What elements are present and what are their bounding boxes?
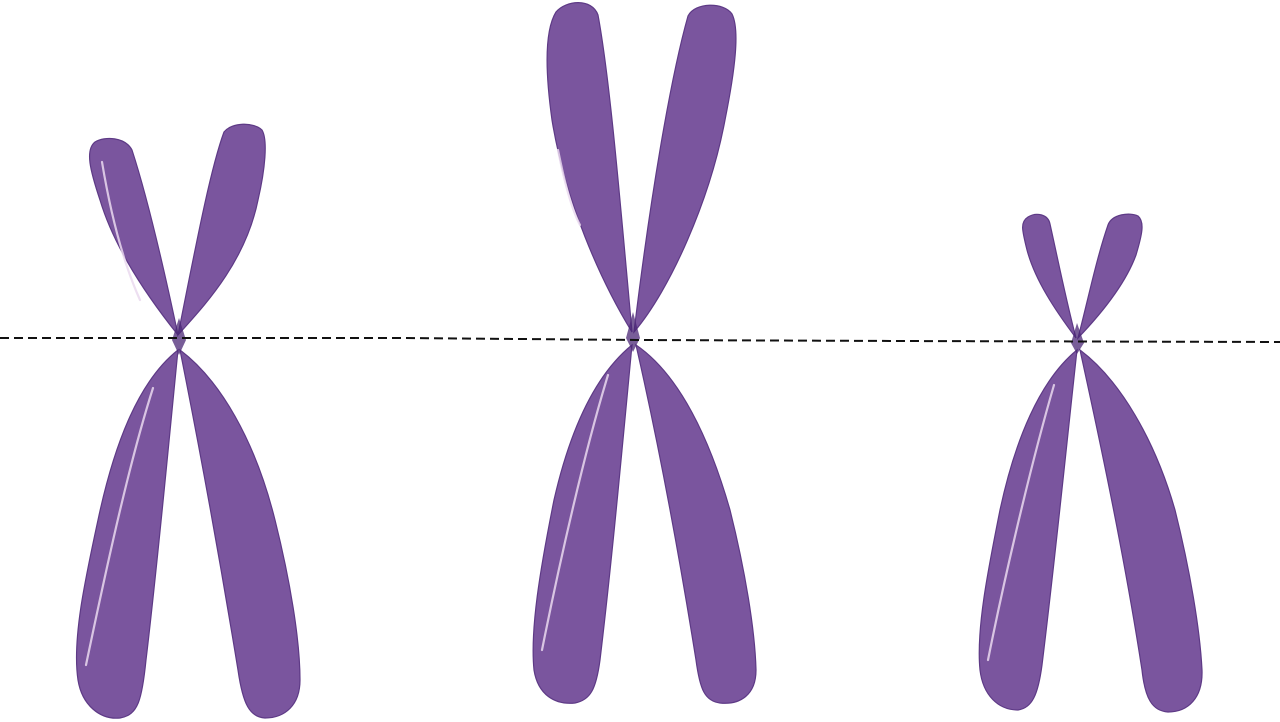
chromosome-left-p-arm-right: [176, 123, 266, 338]
chromosome-left-q-arm-left: [75, 348, 179, 719]
chromosome-left-p-arm-left: [89, 137, 179, 336]
centromere-reference-line: [0, 337, 1280, 343]
chromosome-right-p-arm-right: [1076, 213, 1143, 341]
chromosome-right-highlight-lower: [986, 383, 1056, 662]
chromosome-right-centromere: [1071, 323, 1084, 354]
chromosome-middle-p-arm-right: [633, 4, 737, 334]
chromosome-right-p-arm-left: [1022, 213, 1077, 339]
chromosome-middle: [532, 2, 757, 704]
chromosome-right: [978, 213, 1203, 713]
chromosome-right-q-arm-right: [1079, 348, 1203, 713]
chromosome-middle-q-arm-right: [635, 343, 757, 704]
chromosome-middle-centromere: [626, 312, 640, 352]
chromosome-left-q-arm-right: [179, 348, 301, 719]
chromosome-middle-highlight-upper: [556, 148, 582, 227]
chromosome-left-centromere: [172, 318, 186, 355]
chromosome-middle-p-arm-left: [546, 2, 633, 333]
chromosome-middle-highlight-lower: [540, 373, 610, 652]
chromosome-left-highlight-upper: [100, 160, 142, 302]
chromosome-right-q-arm-left: [978, 348, 1078, 711]
chromosome-left: [75, 123, 301, 719]
chromosome-left-highlight-lower: [84, 386, 155, 667]
chromosome-middle-q-arm-left: [532, 343, 633, 704]
